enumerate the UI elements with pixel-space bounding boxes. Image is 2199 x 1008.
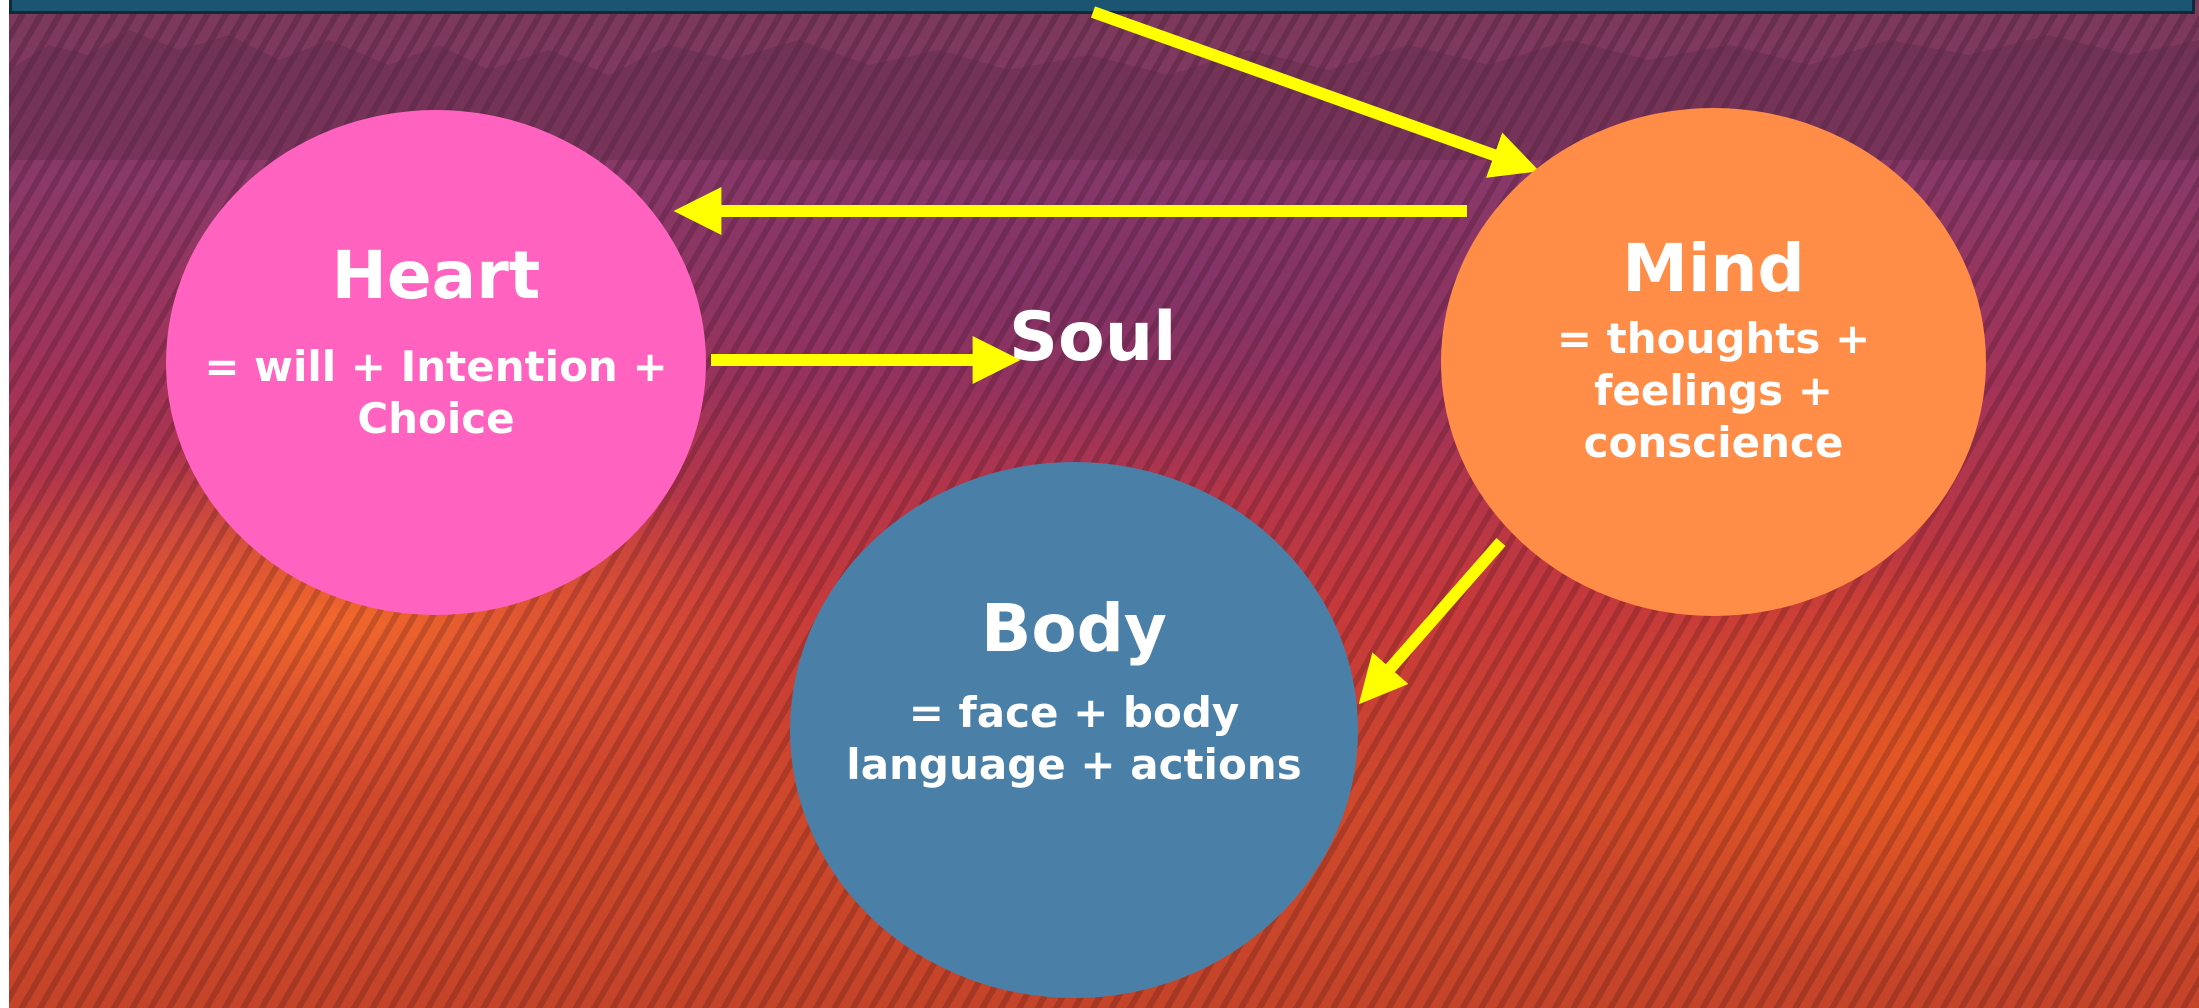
heart-node: Heart = will + Intention + Choice	[166, 110, 706, 615]
mind-description-line-1: = thoughts +	[1557, 313, 1870, 365]
heart-description-line-1: = will + Intention +	[204, 341, 667, 393]
body-description-line-2: language + actions	[846, 739, 1301, 791]
mind-title: Mind	[1622, 233, 1805, 306]
arrow-mind-to-body	[1373, 542, 1501, 688]
mind-node: Mind = thoughts + feelings + conscience	[1441, 108, 1986, 616]
body-description-line-1: = face + body	[909, 687, 1240, 739]
heart-title: Heart	[332, 240, 541, 313]
slide-canvas: Heart = will + Intention + Choice Mind =…	[9, 0, 2199, 1008]
body-node: Body = face + body language + actions	[790, 462, 1358, 998]
arrow-top-to-mind	[1093, 12, 1519, 164]
mind-description-line-2: feelings +	[1594, 365, 1833, 417]
mind-description-line-3: conscience	[1584, 417, 1844, 469]
soul-label: Soul	[1009, 298, 1176, 377]
body-title: Body	[981, 593, 1167, 666]
heart-description-line-2: Choice	[357, 393, 514, 445]
